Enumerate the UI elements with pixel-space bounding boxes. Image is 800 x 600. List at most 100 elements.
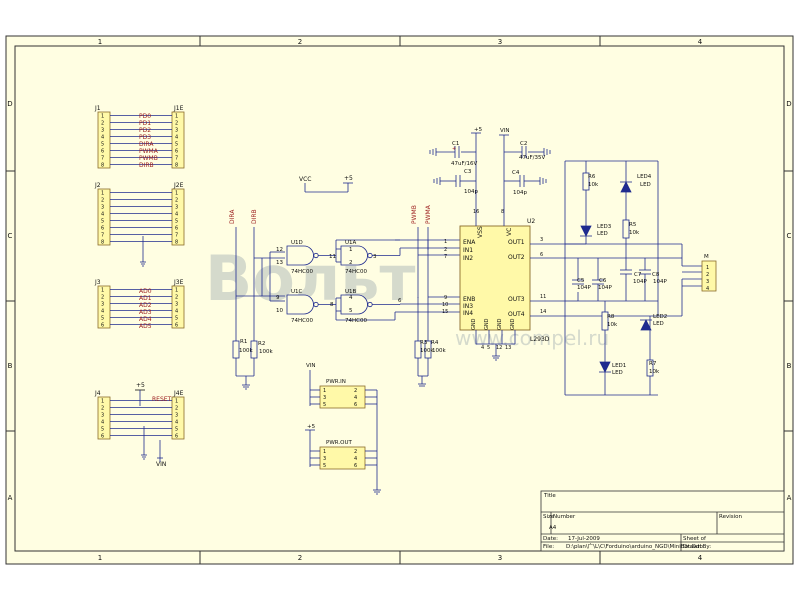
- u1c-part: 74HC00: [291, 318, 313, 324]
- u2-pin-out4: OUT4: [508, 311, 525, 318]
- j4-label: J4: [94, 390, 101, 397]
- title-block-text: Title Size Number Revision A4 Date: 17-J…: [543, 493, 742, 550]
- u1a-gate: [340, 245, 368, 266]
- u2-gnd: GND: [497, 318, 503, 330]
- header-pin-number: 1: [101, 288, 104, 294]
- supply-cap-labels: C1 + 47uF/16V C2 47uF/35V C3 104p C4 104…: [451, 127, 545, 196]
- j1-right-header-body: [171, 111, 185, 169]
- header-pin-number: 2: [101, 295, 104, 301]
- led4-label: LED4: [637, 174, 652, 180]
- header-pin-number: 4: [175, 135, 178, 141]
- pin-number: 1: [444, 239, 447, 245]
- header-pin-number: 6: [175, 226, 178, 232]
- output-cap-plates: [572, 258, 651, 301]
- j2-left-header-body: [97, 188, 111, 246]
- gate-labels: U1D 74HC00 U1A 74HC00 U1C 74HC00 U1B 74H…: [276, 240, 402, 324]
- header-wiring: [139, 236, 163, 462]
- vcc-plus5-link: [304, 182, 353, 193]
- j2-label: J2: [94, 182, 101, 189]
- net-label: AD4: [139, 316, 152, 323]
- pin-number: 15: [442, 309, 448, 315]
- frame-column-labels: 1 2 3 4 1 2 3 4: [98, 38, 703, 562]
- net-label: AD1: [139, 295, 152, 302]
- pwr-out-title: PWR.OUT: [326, 440, 352, 446]
- net-label: PWMB: [139, 155, 158, 162]
- j4e-label: J4E: [173, 390, 184, 397]
- led3-label: LED3: [597, 224, 612, 230]
- c8-value: 104P: [653, 279, 667, 285]
- header-pin-number: 1: [175, 191, 178, 197]
- u2-pin-in1: IN1: [463, 247, 473, 254]
- row-label-right: B: [787, 362, 792, 370]
- u1d-label: U1D: [291, 240, 303, 246]
- row-label-right: C: [787, 232, 792, 240]
- c2-value: 47uF/35V: [519, 155, 545, 161]
- header-pin-number: 5: [101, 219, 104, 225]
- u1a-part: 74HC00: [345, 269, 367, 275]
- pin-number: 2: [444, 247, 447, 253]
- u2-pin-ena: ENA: [463, 239, 476, 246]
- header-pin-number: 6: [101, 434, 104, 440]
- header-pin-number: 3: [175, 205, 178, 211]
- pin-number: 1: [349, 247, 353, 253]
- c1-label: C1: [452, 141, 459, 147]
- header-pin-number: 1: [101, 399, 104, 405]
- row-label-left: A: [8, 494, 13, 502]
- pin-number: 1: [323, 388, 326, 394]
- pin-number: 6: [540, 252, 543, 258]
- c5-label: C5: [577, 278, 585, 284]
- header-pin-number: 2: [101, 121, 104, 127]
- header-pin-number: 4: [101, 135, 104, 141]
- r5-label: R5: [629, 222, 637, 228]
- file-value: D:\plan\广\L\C\Forduino\arduino_NGD\MiniB…: [566, 542, 704, 550]
- header-pin-number: 7: [175, 156, 178, 162]
- nand-gates: [286, 245, 373, 315]
- r8-value: 10k: [607, 322, 618, 328]
- c1-plus: +: [452, 146, 456, 152]
- net-label: PD1: [139, 120, 151, 127]
- j3-right-header-body: [171, 285, 185, 329]
- r5-value: 10k: [629, 230, 640, 236]
- header-pin-number: 7: [101, 233, 104, 239]
- row-label-right: A: [787, 494, 792, 502]
- title-block: [540, 490, 785, 552]
- r3-value: 100k: [420, 348, 434, 354]
- header-pin-number: 6: [101, 226, 104, 232]
- pin-number: 14: [540, 309, 546, 315]
- dira-net-label: DIRA: [229, 209, 236, 224]
- pin-number: 4: [349, 295, 353, 301]
- r3-label: R3: [420, 340, 428, 346]
- header-pin-number: 8: [175, 240, 178, 246]
- u2-gnd: GND: [510, 318, 516, 330]
- header-pin-number: 4: [101, 309, 104, 315]
- pin-number: 2: [354, 449, 357, 455]
- frame-row-labels: D C B A D C B A: [7, 100, 791, 502]
- r5-body: [622, 219, 630, 239]
- pin-number: 5: [349, 308, 353, 314]
- u2-body: [459, 225, 531, 331]
- header-pin-number: 5: [175, 219, 178, 225]
- r1-value: 100k: [239, 348, 253, 354]
- col-label-top: 1: [98, 38, 102, 46]
- c6-value: 104P: [598, 285, 612, 291]
- row-label-right: D: [786, 100, 791, 108]
- led-text: LED: [640, 182, 651, 188]
- header-pin-number: 6: [175, 149, 178, 155]
- r1-body: [232, 340, 240, 359]
- header-pin-number: 5: [101, 316, 104, 322]
- power-connector-labels: PWR.IN 1 2 3 4 5 6 PWR.OUT 1 2 3 4 5 6 V…: [306, 363, 357, 469]
- u2-vc: VC: [506, 228, 513, 236]
- u2-pin-enb: ENB: [463, 296, 475, 303]
- u1b-label: U1B: [345, 289, 357, 295]
- pwr-out-body: [319, 446, 366, 470]
- title-label: Title: [543, 493, 556, 499]
- file-label: File:: [543, 544, 554, 550]
- header-pin-number: 6: [175, 323, 178, 329]
- gate-wiring: [318, 239, 460, 321]
- row-label-left: B: [8, 362, 13, 370]
- u2-vss: VSS: [477, 226, 484, 238]
- pin-number: 3: [373, 254, 377, 260]
- pin-number: 6: [398, 298, 402, 304]
- u2-pin-out3: OUT3: [508, 296, 525, 303]
- r2-value: 100k: [259, 349, 273, 355]
